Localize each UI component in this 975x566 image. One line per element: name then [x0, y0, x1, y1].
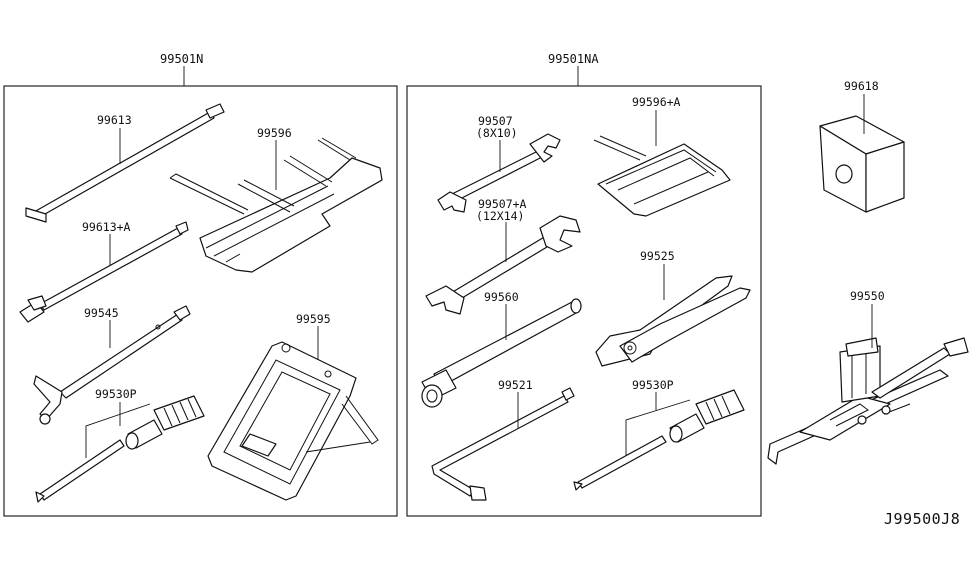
- jack-99550-icon: [767, 337, 969, 465]
- wrench-99507-icon: [437, 133, 561, 213]
- label-99596: 99596: [257, 126, 292, 140]
- diagram-code: J99500J8: [884, 510, 960, 528]
- foam-block-99618-icon: [819, 115, 905, 213]
- kit-middle-label: 99501NA: [548, 52, 599, 66]
- label-99507: 99507: [478, 114, 513, 128]
- label-99521: 99521: [498, 378, 533, 392]
- screwdriver-left-icon: [35, 395, 205, 503]
- wrench-99545-icon: [33, 305, 191, 425]
- kit-middle-box: [406, 85, 762, 517]
- rod-99613-icon: [25, 103, 225, 223]
- label-99613: 99613: [97, 113, 132, 127]
- handle-99521-icon: [431, 387, 575, 501]
- label-99525: 99525: [640, 249, 675, 263]
- leader-99530p-left: [85, 403, 151, 458]
- tool-bag-99596-icon: [169, 137, 383, 273]
- label-99618: 99618: [844, 79, 879, 93]
- wheel-chock-99595-icon: [207, 341, 379, 501]
- label-99507a: 99507+A: [478, 197, 527, 211]
- kit-left-label: 99501N: [160, 52, 203, 66]
- label-99596a: 99596+A: [632, 95, 681, 109]
- label-99507a-size: (12X14): [476, 209, 524, 223]
- leader-99530p-mid: [625, 399, 691, 456]
- kit-left-box: [3, 85, 398, 517]
- label-99530p-mid: 99530P: [632, 378, 674, 392]
- label-99560: 99560: [484, 290, 519, 304]
- label-99530p-left: 99530P: [95, 387, 137, 401]
- pliers-99525-icon: [595, 275, 751, 367]
- screwdriver-mid-icon: [573, 389, 745, 491]
- wrench-99507a-icon: [425, 215, 581, 315]
- rod-99613a-icon: [19, 221, 189, 323]
- label-99613a: 99613+A: [82, 220, 131, 234]
- label-99550: 99550: [850, 289, 885, 303]
- label-99595: 99595: [296, 312, 331, 326]
- tool-bag-99596a-icon: [593, 135, 731, 217]
- label-99507-size: (8X10): [476, 126, 518, 140]
- extension-99560-icon: [421, 298, 582, 408]
- label-99545: 99545: [84, 306, 119, 320]
